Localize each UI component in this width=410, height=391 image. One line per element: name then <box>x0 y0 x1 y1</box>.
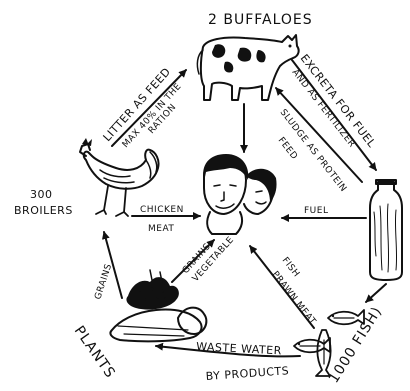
arrow-bottle-to-fish <box>366 284 386 302</box>
plants-illustration <box>110 270 206 341</box>
biogas-bottle-illustration <box>370 180 402 280</box>
by-products-label: BY PRODUCTS <box>205 364 289 383</box>
fish-label: 1000 FISH) <box>326 304 386 386</box>
sludge-line2-label: FEED <box>276 136 300 162</box>
chicken-line2-label: MEAT <box>148 224 174 234</box>
waste-water-label: WASTE WATER <box>196 340 282 357</box>
buffalo-illustration <box>197 35 298 100</box>
people-illustration <box>203 154 276 234</box>
grains-label: GRAINS <box>93 263 114 301</box>
broilers-label: BROILERS <box>14 204 73 217</box>
buffaloes-label: 2 BUFFALOES <box>208 12 313 28</box>
fuel-label: FUEL <box>304 206 328 216</box>
chicken-line1-label: CHICKEN <box>140 205 184 215</box>
broilers-count-label: 300 <box>30 188 53 201</box>
